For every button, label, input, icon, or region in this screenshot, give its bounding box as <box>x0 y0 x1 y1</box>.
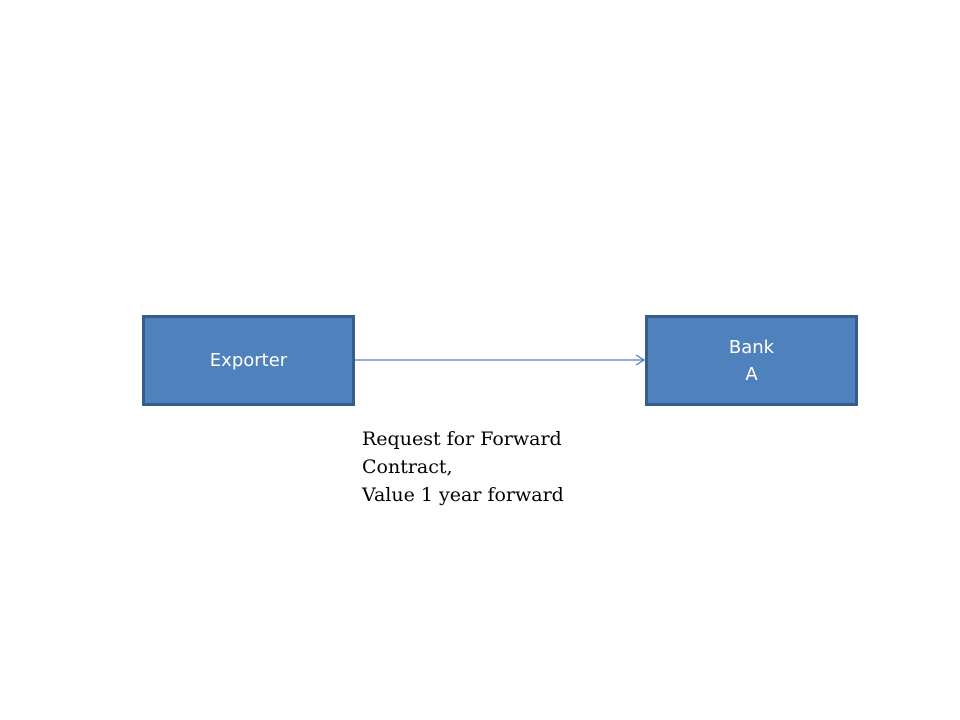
bank-label-line2: A <box>745 363 758 385</box>
exporter-label: Exporter <box>209 350 288 371</box>
bank-a-node: Bank A <box>645 315 858 406</box>
caption-line-3: Value 1 year forward <box>362 484 564 506</box>
request-caption: Request for Forward Contract, Value 1 ye… <box>362 425 662 509</box>
caption-line-2: Contract, <box>362 456 453 478</box>
exporter-node: Exporter <box>142 315 355 406</box>
arrow-head-icon <box>635 354 646 366</box>
caption-line-1: Request for Forward <box>362 428 562 450</box>
bank-label-line1: Bank <box>728 336 775 358</box>
